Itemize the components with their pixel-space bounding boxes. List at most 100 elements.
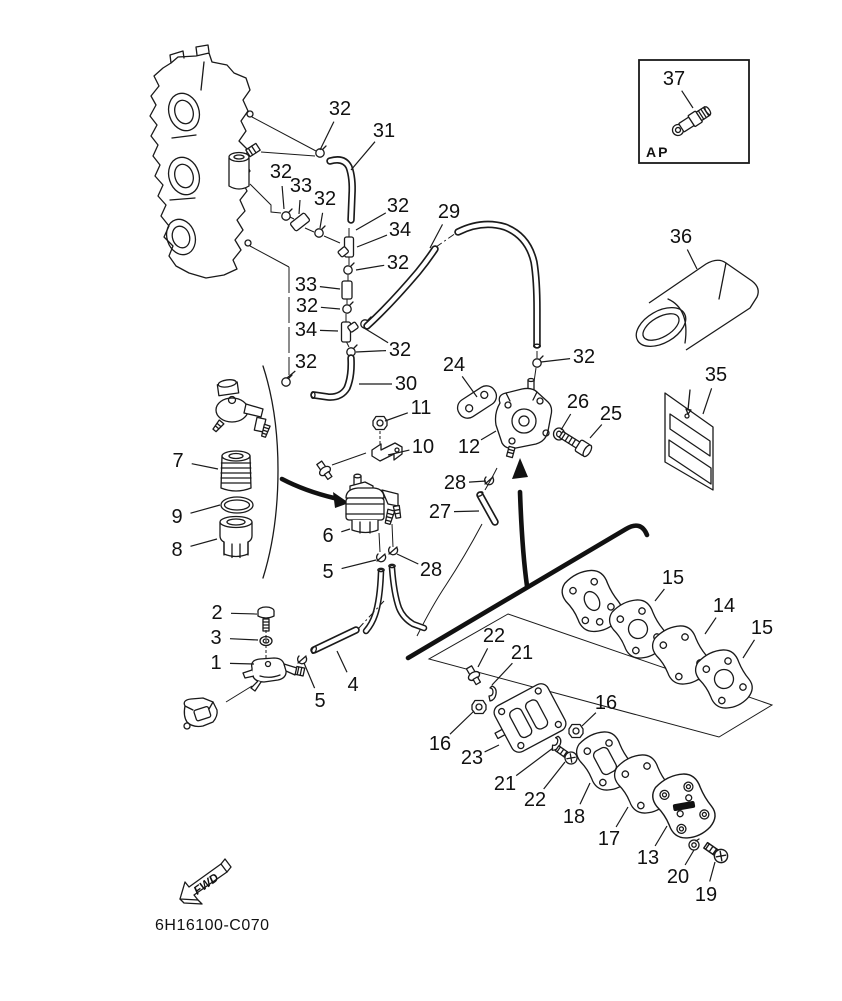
- screw-22-bottom: [552, 742, 581, 768]
- part-number-label: 13: [637, 847, 659, 869]
- pin-21-top: [488, 685, 497, 702]
- fuel-filter-element-7: [220, 450, 252, 492]
- fuel-plug: [183, 697, 218, 730]
- part-number-label: 9: [171, 506, 182, 528]
- part-number-label: 16: [429, 733, 451, 755]
- callout-27: 27: [429, 501, 480, 523]
- screw-line: [331, 452, 367, 466]
- part-number-label: 21: [494, 773, 516, 795]
- callout-21: 21: [494, 747, 554, 795]
- callout-30: 30: [359, 373, 417, 395]
- callout-2: 2: [211, 602, 258, 624]
- callout-6: 6: [322, 525, 351, 547]
- callout-23: 23: [461, 744, 500, 769]
- part-number-label: 29: [438, 201, 460, 223]
- callout-32: 32: [540, 346, 595, 368]
- part-number-label: 6: [322, 525, 333, 547]
- callout-13: 13: [637, 825, 668, 869]
- engine-block: [149, 44, 261, 279]
- callout-8: 8: [171, 538, 218, 561]
- callout-3: 3: [210, 627, 259, 649]
- joint-to-plug-line: [225, 685, 253, 703]
- part-number-label: 22: [483, 625, 505, 647]
- part-number-label: 32: [270, 161, 292, 183]
- part-number-label: 12: [458, 436, 480, 458]
- part-number-label: 5: [322, 561, 333, 583]
- callout-32: 32: [319, 98, 351, 151]
- part-number-label: 32: [296, 295, 318, 317]
- part-number-label: 33: [295, 274, 317, 296]
- fitting-37: [671, 106, 712, 137]
- callout-5: 5: [322, 559, 377, 583]
- clamp-32: [342, 301, 354, 314]
- callout-32: 32: [270, 161, 292, 210]
- hose-30: [310, 354, 355, 401]
- callout-26: 26: [560, 391, 589, 431]
- part-number-label: 32: [389, 339, 411, 361]
- diagram-code: 6H16100-C070: [155, 917, 270, 934]
- t-joint-34-upper: [337, 236, 355, 258]
- part-number-label: 34: [389, 219, 411, 241]
- callout-4: 4: [336, 650, 359, 696]
- callout-15: 15: [742, 617, 773, 659]
- callout-10: 10: [387, 436, 434, 458]
- hose-routing-lines: [249, 116, 341, 375]
- hose-4: [310, 600, 385, 655]
- nut-16-right: [568, 723, 584, 739]
- pump-plate-upper: [556, 562, 629, 641]
- callout-32: 32: [314, 188, 336, 229]
- callout-15: 15: [654, 567, 684, 602]
- part-number-label: 30: [395, 373, 417, 395]
- bracket-10: [371, 442, 403, 462]
- t-joint-34-lower: [340, 321, 359, 343]
- callout-29: 29: [429, 201, 460, 249]
- part-number-label: 25: [600, 403, 622, 425]
- part-number-label: 34: [295, 319, 317, 341]
- part-number-label: 18: [563, 806, 585, 828]
- callout-32: 32: [286, 351, 317, 379]
- part-number-label: 20: [667, 866, 689, 888]
- sticker-35: [664, 389, 714, 491]
- part-number-label: 28: [444, 472, 466, 494]
- part-number-label: 17: [598, 828, 620, 850]
- ap-inset-label: AP: [646, 144, 669, 160]
- part-number-label: 22: [524, 789, 546, 811]
- callout-7: 7: [172, 450, 219, 472]
- callout-34: 34: [356, 219, 411, 248]
- part-number-label: 11: [411, 397, 432, 419]
- part-number-label: 32: [387, 252, 409, 274]
- hose-27: [416, 491, 499, 637]
- screw-19: [701, 839, 731, 866]
- callout-32: 32: [355, 195, 409, 231]
- pump-outlet-line: [484, 467, 498, 491]
- part-number-label: 24: [443, 354, 465, 376]
- callout-33: 33: [290, 175, 312, 215]
- assembly-arrow-left: [279, 476, 349, 508]
- part-number-label: 5: [314, 690, 325, 712]
- bolt-25: [558, 430, 593, 458]
- callout-16: 16: [581, 692, 617, 727]
- part-number-label: 2: [211, 602, 222, 624]
- callout-11: 11: [384, 397, 432, 422]
- section-bold-line: [405, 523, 650, 661]
- part-number-label: 15: [662, 567, 684, 589]
- part-number-label: 32: [387, 195, 409, 217]
- callout-34: 34: [295, 319, 339, 341]
- callout-19: 19: [695, 861, 717, 906]
- fuel-pump-12: [494, 377, 553, 459]
- part-number-label: 27: [429, 501, 451, 523]
- screw-22-top: [463, 663, 485, 688]
- callout-22: 22: [524, 761, 566, 811]
- o-ring-9: [220, 496, 254, 514]
- callout-35: 35: [702, 364, 727, 415]
- part-number-label: 35: [705, 364, 727, 386]
- part-number-label: 7: [172, 450, 183, 472]
- clip-5-low: [296, 655, 308, 665]
- callout-31: 31: [350, 120, 395, 171]
- clamp-32: [281, 208, 293, 221]
- pump-cover-13: [646, 765, 722, 848]
- pump-gasket-24: [456, 385, 498, 419]
- part-number-label: 8: [171, 539, 182, 561]
- callout-32: 32: [355, 252, 409, 274]
